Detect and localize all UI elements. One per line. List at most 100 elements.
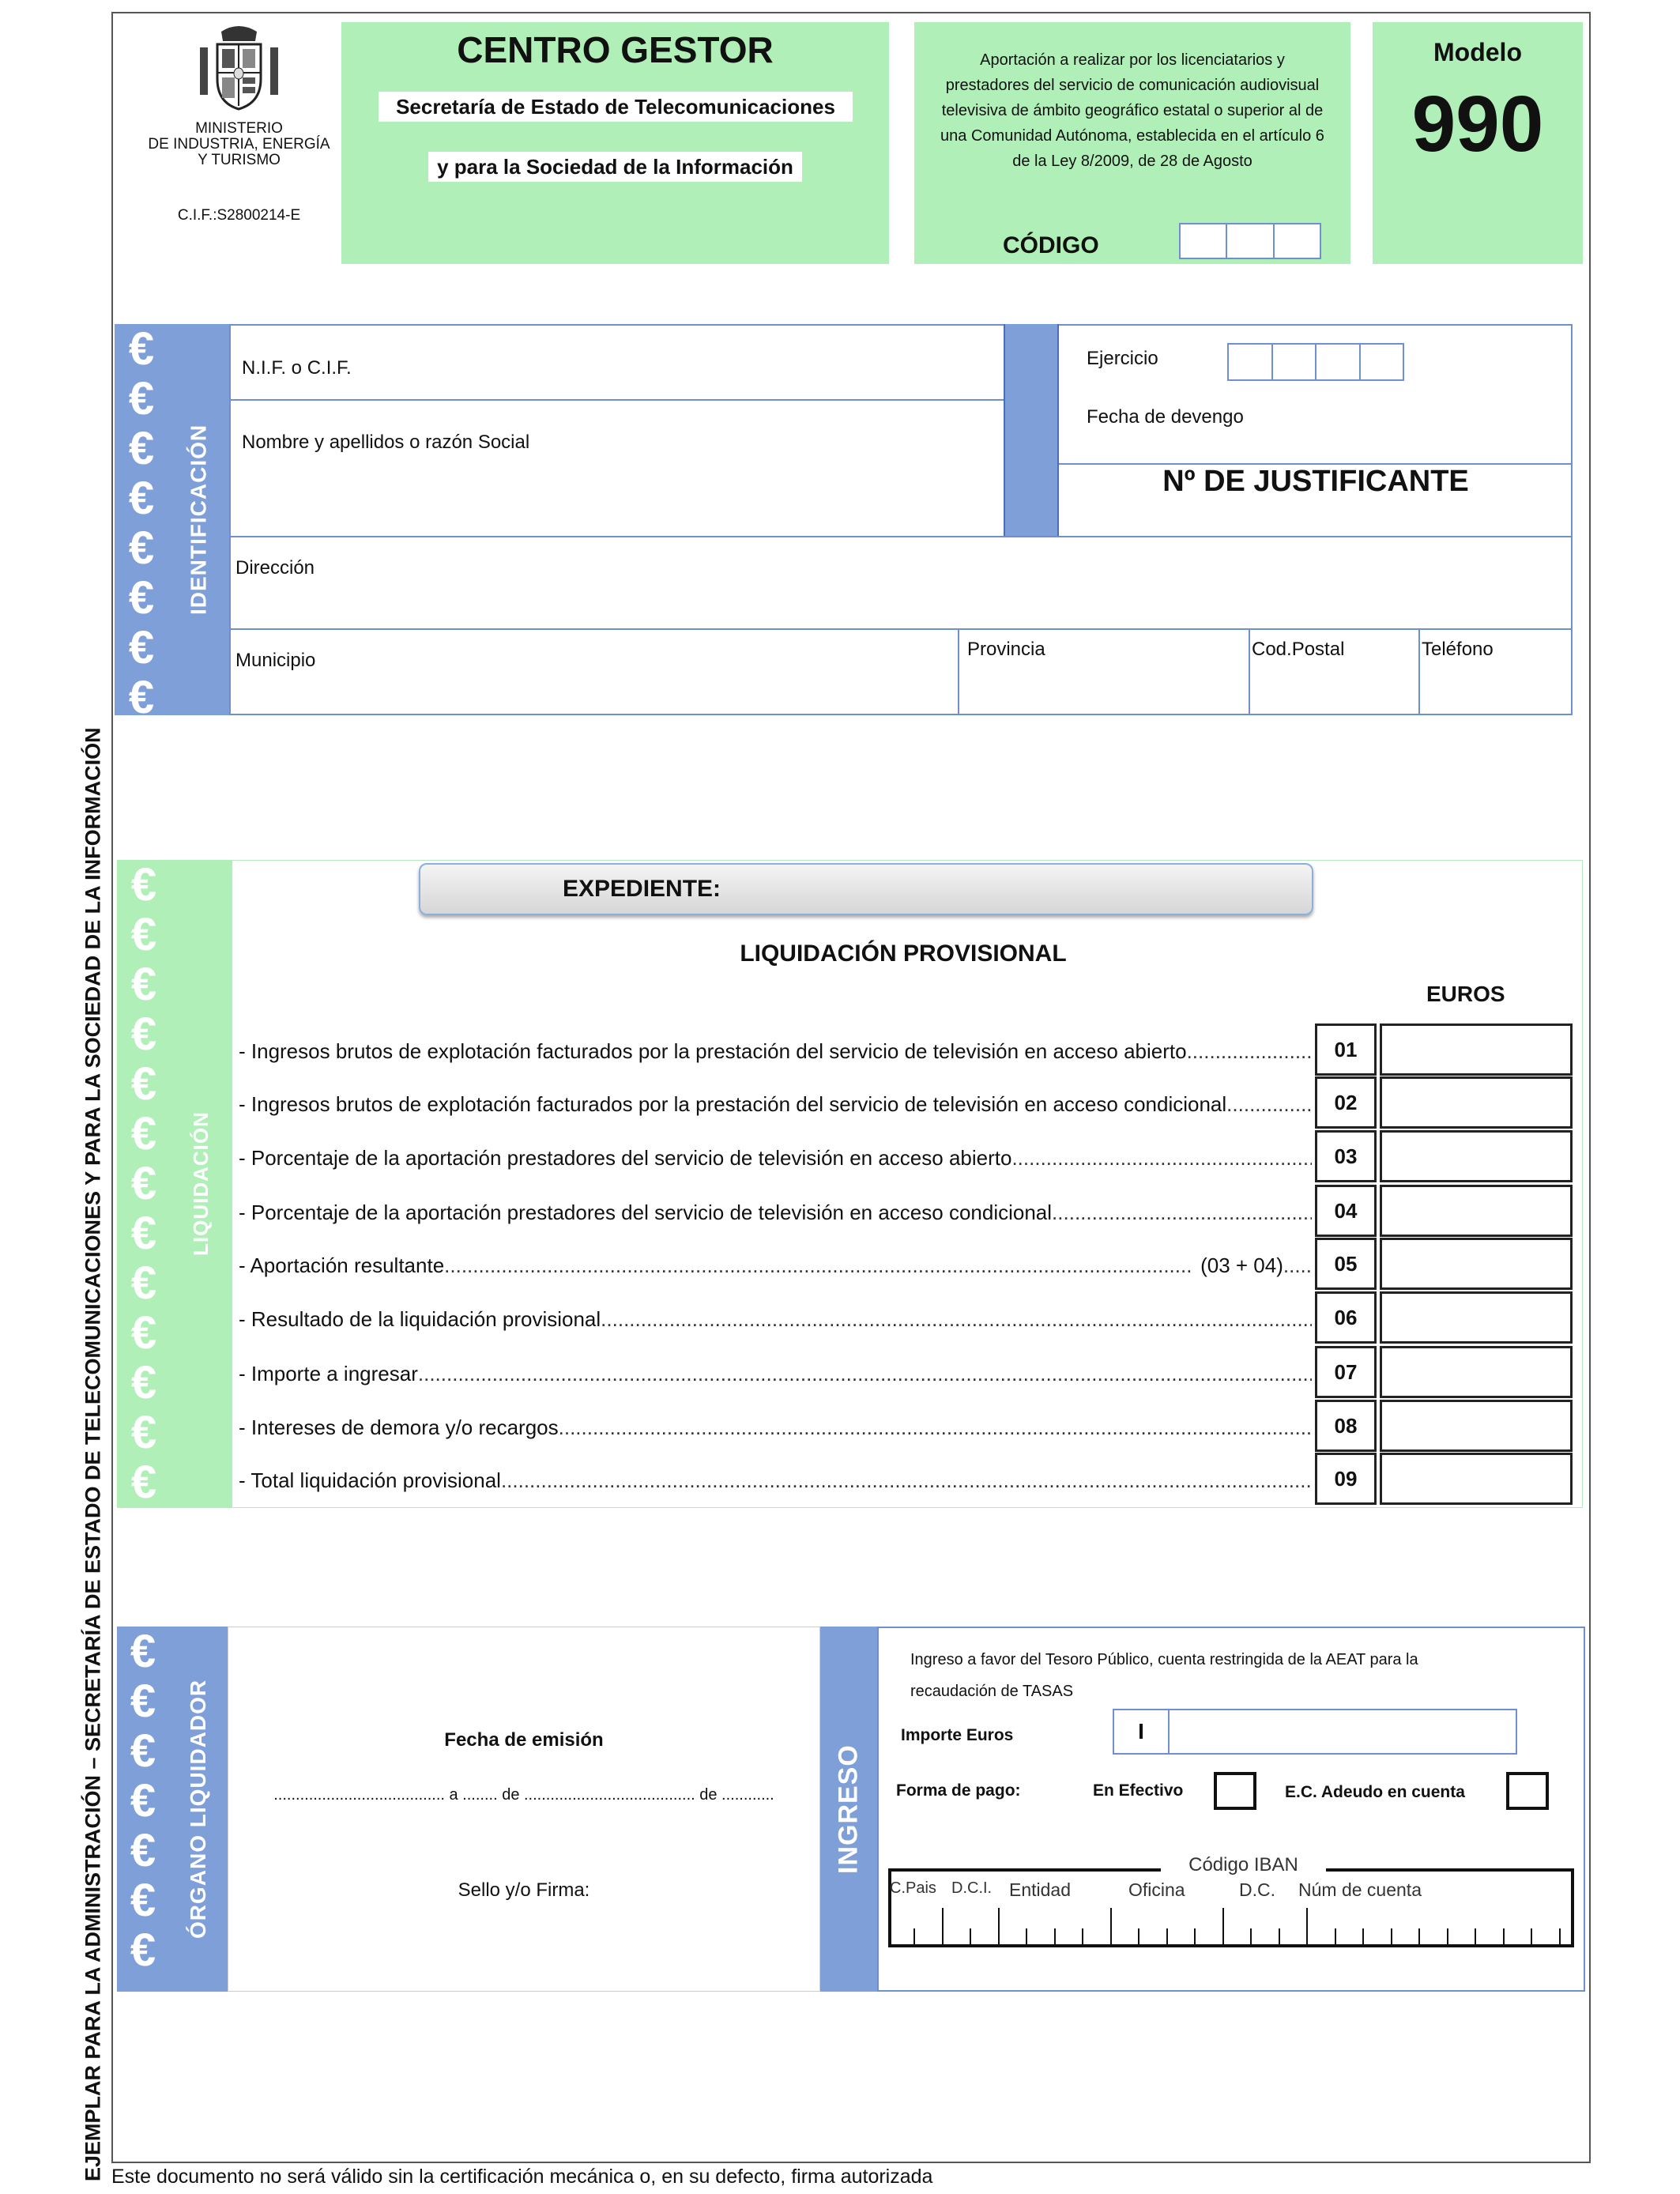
coat-of-arms-icon	[200, 26, 278, 111]
importe-input[interactable]: I	[1113, 1709, 1517, 1755]
iban-tick	[1418, 1928, 1420, 1946]
importe-prefix: I	[1114, 1710, 1170, 1753]
iban-part-label: Núm de cuenta	[1298, 1879, 1422, 1900]
ejercicio-cell[interactable]	[1360, 343, 1404, 381]
aportacion-box: Aportación a realizar por los licenciata…	[914, 22, 1350, 264]
liquidacion-row-text: - Ingresos brutos de explotación factura…	[239, 1039, 1187, 1063]
row-code: 06	[1315, 1291, 1377, 1344]
fecha-emision-field[interactable]: ....................................... …	[273, 1786, 774, 1804]
iban-input[interactable]	[888, 1870, 1574, 1947]
fecha-devengo-label: Fecha de devengo	[1087, 406, 1244, 428]
centro-gestor-title: CENTRO GESTOR	[457, 29, 774, 70]
leader-dots: ........................................…	[1011, 1146, 1312, 1170]
iban-tick	[1222, 1908, 1224, 1946]
iban-part-label: D.C.I.	[951, 1879, 993, 1897]
ejercicio-label: Ejercicio	[1087, 348, 1158, 369]
efectivo-label: En Efectivo	[1093, 1781, 1184, 1800]
modelo-number: 990	[1411, 80, 1544, 168]
codigo-input[interactable]	[1179, 223, 1321, 259]
euros-input[interactable]	[1380, 1346, 1573, 1398]
euro-strip: €€€€€€€€	[128, 324, 155, 715]
nombre-label: Nombre y apellidos o razón Social	[242, 432, 530, 453]
leader-dots: ........................................…	[1052, 1201, 1312, 1224]
euros-input[interactable]	[1380, 1076, 1573, 1129]
adeudo-checkbox[interactable]	[1506, 1772, 1549, 1810]
euro-strip: €€€€€€€€€€€€€	[130, 860, 157, 1508]
ejercicio-cell[interactable]	[1317, 343, 1361, 381]
identificacion-box	[229, 324, 1573, 715]
liquidacion-row: - Intereses de demora y/o recargos......…	[239, 1416, 1312, 1444]
ministry-name: MINISTERIO DE INDUSTRIA, ENERGÍA Y TURIS…	[146, 121, 332, 168]
leader-dots: ........................................…	[558, 1416, 1312, 1439]
leader-dots: ........................................…	[601, 1307, 1312, 1331]
euros-input[interactable]	[1380, 1291, 1573, 1344]
ingreso-box	[877, 1627, 1585, 1992]
ejercicio-cell[interactable]	[1272, 343, 1317, 381]
leader-dots: ........................................…	[417, 1362, 1312, 1385]
liquidacion-row-text: - Resultado de la liquidación provisiona…	[239, 1307, 601, 1331]
aportacion-text: Aportación a realizar por los licenciata…	[940, 51, 1324, 170]
euros-input[interactable]	[1380, 1238, 1573, 1290]
liquidacion-label: LIQUIDACIÓN	[189, 1111, 213, 1257]
fecha-emision-label: Fecha de emisión	[444, 1729, 604, 1751]
liquidacion-row-suffix: (03 + 04)	[1200, 1253, 1283, 1277]
iban-tick	[1559, 1928, 1561, 1946]
euros-input[interactable]	[1380, 1130, 1573, 1182]
direccion-label: Dirección	[235, 557, 315, 579]
organo-box	[228, 1627, 820, 1992]
justificante-label: Nº DE JUSTIFICANTE	[1162, 465, 1469, 498]
ministry-line: Y TURISMO	[198, 152, 281, 168]
iban-top-line	[1326, 1868, 1574, 1872]
iban-tick	[1306, 1908, 1308, 1946]
liquidacion-row-text: - Total liquidación provisional	[239, 1468, 501, 1492]
euros-input[interactable]	[1380, 1453, 1573, 1505]
euros-input[interactable]	[1380, 1023, 1573, 1076]
euros-input[interactable]	[1380, 1400, 1573, 1452]
divider-line	[229, 628, 1573, 630]
iban-tick	[1082, 1928, 1083, 1946]
liquidacion-box	[232, 860, 1583, 1508]
ingreso-sidebar: INGRESO	[820, 1627, 877, 1992]
ingreso-label: INGRESO	[833, 1744, 864, 1874]
iban-tick	[1110, 1908, 1112, 1946]
euro-strip: €€€€€€€	[130, 1627, 156, 1976]
ejercicio-cell[interactable]	[1227, 343, 1273, 381]
iban-tick	[1335, 1928, 1336, 1946]
leader-dots: ........................................…	[500, 1468, 1312, 1492]
iban-part-label: Entidad	[1009, 1879, 1072, 1900]
iban-tick	[1391, 1928, 1392, 1946]
divider-line	[1059, 463, 1573, 465]
liquidacion-row: - Porcentaje de la aportación prestadore…	[239, 1146, 1312, 1174]
efectivo-checkbox[interactable]	[1214, 1772, 1256, 1810]
identificacion-sidebar: €€€€€€€€ IDENTIFICACIÓN	[115, 324, 229, 715]
expediente-field[interactable]: EXPEDIENTE:	[419, 863, 1313, 915]
iban-tick	[1250, 1928, 1252, 1946]
liquidacion-row-text: - Importe a ingresar	[239, 1362, 418, 1385]
forma-pago-label: Forma de pago:	[896, 1781, 1021, 1800]
leader-dots: ........................................…	[1226, 1092, 1312, 1116]
adeudo-label: E.C. Adeudo en cuenta	[1285, 1783, 1465, 1801]
euros-input[interactable]	[1380, 1185, 1573, 1237]
liquidacion-row: - Aportación resultante.................…	[239, 1253, 1312, 1282]
identificacion-divider	[1004, 324, 1059, 537]
iban-tick	[1531, 1928, 1532, 1946]
liquidacion-row-text: - Porcentaje de la aportación prestadore…	[239, 1146, 1012, 1170]
ejercicio-input[interactable]	[1227, 343, 1404, 381]
iban-part-label: Oficina	[1128, 1879, 1185, 1900]
liquidacion-title: LIQUIDACIÓN PROVISIONAL	[740, 941, 1067, 967]
iban-tick	[942, 1908, 944, 1946]
iban-tick	[1503, 1928, 1505, 1946]
liquidacion-row: - Resultado de la liquidación provisiona…	[239, 1307, 1312, 1336]
ingreso-text: Ingreso a favor del Tesoro Público, cuen…	[910, 1644, 1418, 1707]
municipio-label: Municipio	[235, 650, 316, 671]
codigo-cell[interactable]	[1179, 223, 1228, 259]
cod-postal-label: Cod.Postal	[1252, 639, 1345, 660]
iban-tick	[970, 1928, 971, 1946]
telefono-label: Teléfono	[1422, 639, 1494, 660]
liquidacion-row-text: - Ingresos brutos de explotación factura…	[239, 1092, 1227, 1116]
side-vertical-text: EJEMPLAR PARA LA ADMINISTRACIÓN – SECRET…	[81, 727, 105, 2181]
codigo-cell[interactable]	[1274, 223, 1321, 259]
centro-gestor-line1: Secretaría de Estado de Telecomunicacion…	[379, 92, 853, 122]
identificacion-label: IDENTIFICACIÓN	[186, 424, 211, 616]
codigo-cell[interactable]	[1227, 223, 1275, 259]
